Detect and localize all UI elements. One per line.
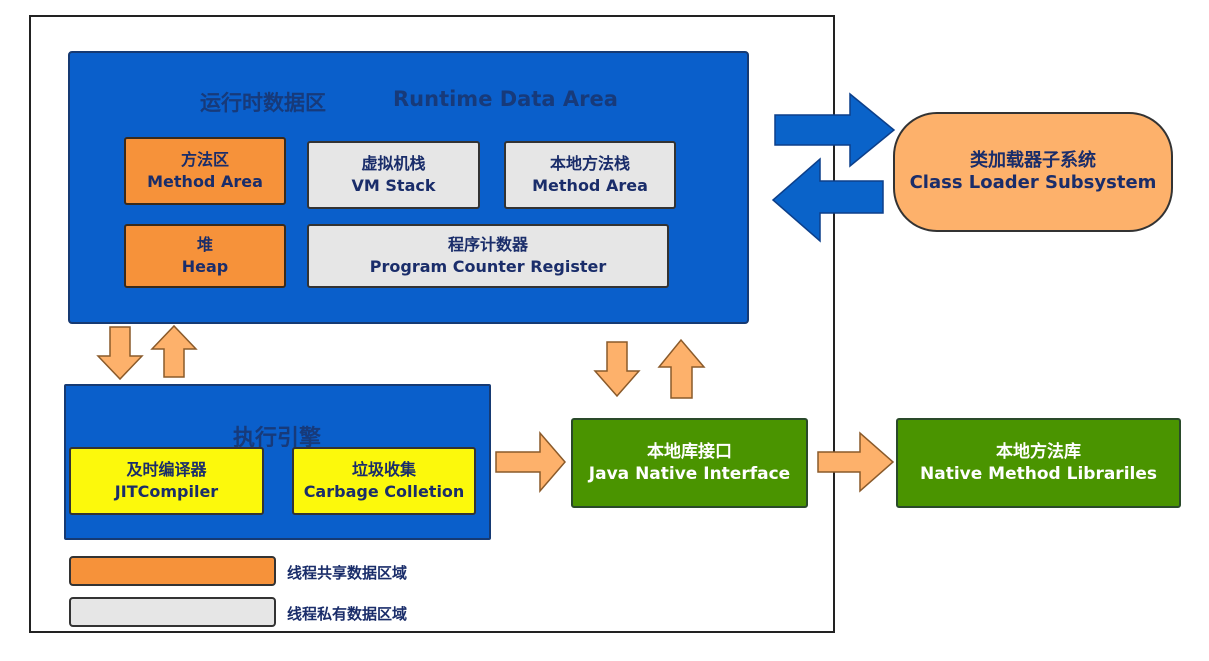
native-method-libraries-box: 本地方法库 Native Method Librariles [896,418,1181,508]
method-area-box: 方法区 Method Area [124,137,286,205]
native-method-stack-label-cn: 本地方法栈 [549,154,630,173]
class-loader-label-cn: 类加载器子系统 [970,150,1096,171]
method-area-label-en: Method Area [147,172,263,191]
pc-register-label-cn: 程序计数器 [447,235,528,254]
pc-register-label-en: Program Counter Register [369,257,607,276]
legend-private-swatch [69,597,276,627]
native-interface-label-en: Java Native Interface [588,464,791,484]
runtime-data-area-title-en: Runtime Data Area [393,87,618,111]
pc-register-box: 程序计数器 Program Counter Register [307,224,669,288]
native-interface-label-cn: 本地库接口 [647,442,732,462]
arrow-runtime-to-native [593,341,641,398]
native-libraries-label-cn: 本地方法库 [996,442,1081,462]
jit-compiler-label-en: JITCompiler [114,482,219,501]
class-loader-label-en: Class Loader Subsystem [909,172,1157,193]
arrow-runtime-to-engine [96,326,144,381]
method-area-label-cn: 方法区 [180,150,229,169]
garbage-collection-label-en: Carbage Colletion [303,482,465,501]
legend-private-label: 线程私有数据区域 [287,605,408,623]
native-method-stack-label-en: Method Area [532,176,648,195]
execution-engine-title: 执行引擎 [233,426,322,451]
heap-label-cn: 堆 [196,235,213,254]
arrow-native-to-runtime [657,338,706,399]
java-native-interface-box: 本地库接口 Java Native Interface [571,418,808,508]
vm-stack-box: 虚拟机栈 VM Stack [307,141,480,209]
vm-stack-label-cn: 虚拟机栈 [361,154,426,173]
garbage-collection-box: 垃圾收集 Carbage Colletion [292,447,476,515]
jit-compiler-label-cn: 及时编译器 [126,460,207,479]
arrow-native-to-libraries [817,431,895,493]
native-libraries-label-en: Native Method Librariles [920,464,1157,484]
legend-shared-label: 线程共享数据区域 [287,564,408,582]
vm-stack-label-en: VM Stack [351,176,436,195]
heap-label-en: Heap [181,257,229,276]
arrow-class-loader-to-runtime [771,157,884,243]
legend-shared-swatch [69,556,276,586]
arrow-engine-to-runtime [150,324,198,378]
heap-box: 堆 Heap [124,224,286,288]
arrow-runtime-to-class-loader [774,92,896,168]
class-loader-subsystem: 类加载器子系统 Class Loader Subsystem [893,112,1173,232]
garbage-collection-label-cn: 垃圾收集 [351,460,416,479]
native-method-stack-box: 本地方法栈 Method Area [504,141,676,209]
arrow-engine-to-native [495,430,566,494]
runtime-data-area-title-cn: 运行时数据区 [200,91,326,115]
jit-compiler-box: 及时编译器 JITCompiler [69,447,264,515]
